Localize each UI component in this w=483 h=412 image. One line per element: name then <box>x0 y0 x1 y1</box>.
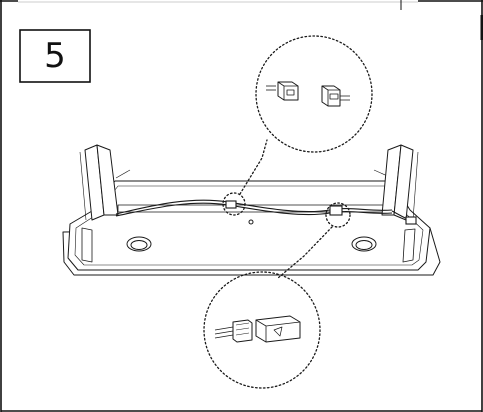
plug-housing <box>255 315 301 343</box>
leg-right <box>381 144 419 221</box>
callout-marker-right <box>325 202 351 228</box>
connector-female <box>321 85 350 107</box>
detail-callouts <box>203 35 373 389</box>
cable <box>115 199 417 225</box>
plug-detail <box>214 315 301 343</box>
desk-top <box>62 169 441 276</box>
center-screw <box>248 219 254 225</box>
leader-line-bottom <box>277 226 333 279</box>
connector-plug <box>232 319 253 343</box>
cable-plug-end <box>405 216 417 225</box>
grommet-hole-left <box>126 236 152 252</box>
leg-left <box>79 144 119 221</box>
leader-line-top <box>239 139 268 195</box>
callout-marker-middle <box>222 192 246 216</box>
step-number: 5 <box>44 36 66 76</box>
connector-male <box>277 81 299 101</box>
connector-pair-detail <box>266 81 350 107</box>
grommet-hole-right <box>351 236 377 252</box>
detail-circle-top <box>255 35 373 153</box>
cable-connector-right <box>329 205 343 216</box>
detail-circle-bottom <box>203 271 321 389</box>
cable-connector-middle <box>225 200 237 209</box>
step-number-box <box>19 29 91 83</box>
